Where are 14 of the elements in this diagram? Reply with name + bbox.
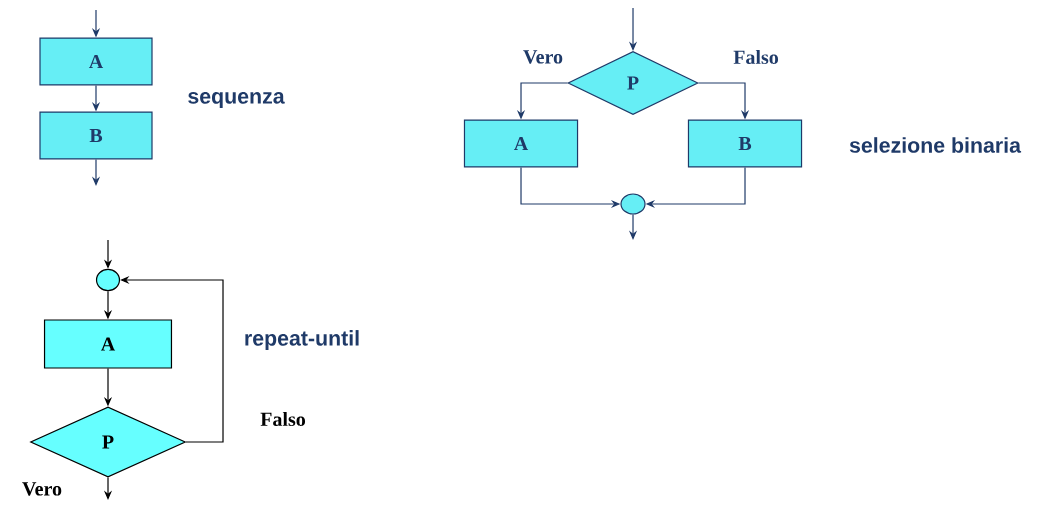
connector-circle <box>620 193 646 215</box>
process-box: A <box>39 37 153 86</box>
edge-label: Falso <box>258 410 308 428</box>
edge-label: Falso <box>731 48 781 66</box>
process-box: B <box>687 119 803 168</box>
process-box: A <box>463 119 579 168</box>
process-box: B <box>39 111 153 160</box>
process-box: A <box>43 319 173 369</box>
connector-circle <box>95 268 121 292</box>
structure-label: selezione binaria <box>849 137 1022 153</box>
edge-label: Vero <box>521 48 565 66</box>
structure-label: repeat-until <box>245 330 359 350</box>
edge-label: Vero <box>20 480 64 498</box>
structure-label: sequenza <box>188 92 285 108</box>
